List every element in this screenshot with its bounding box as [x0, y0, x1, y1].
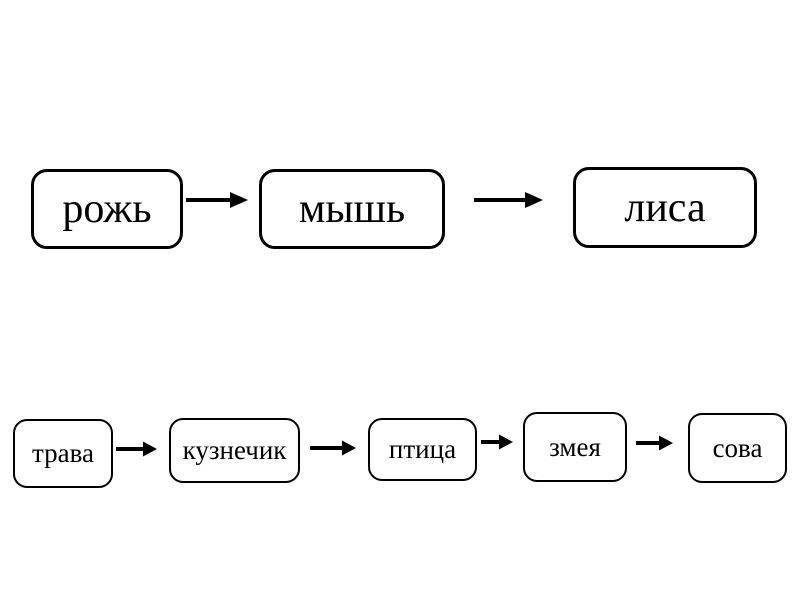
node-bird-label: птица	[388, 434, 457, 464]
node-fox: лиса	[573, 167, 757, 248]
node-owl: сова	[688, 413, 787, 483]
node-snake-label: змея	[549, 431, 601, 462]
node-bird: птица	[368, 418, 477, 481]
arrow-right-icon	[186, 192, 248, 208]
node-snake: змея	[523, 412, 627, 482]
node-fox-label: лиса	[624, 184, 706, 231]
node-grasshopper: кузнечик	[169, 418, 300, 483]
node-grasshopper-label: кузнечик	[182, 435, 287, 465]
node-rye-label: рожь	[62, 186, 152, 232]
arrow-right-icon	[481, 434, 513, 450]
node-mouse-label: мышь	[298, 186, 406, 232]
arrow-right-icon	[636, 435, 673, 451]
node-grass-label: трава	[32, 438, 94, 468]
arrow-right-icon	[310, 440, 356, 456]
node-owl-label: сова	[712, 432, 763, 463]
node-rye: рожь	[31, 169, 183, 249]
arrow-right-icon	[474, 192, 543, 208]
arrow-right-icon	[116, 441, 157, 457]
node-mouse: мышь	[259, 169, 445, 249]
node-grass: трава	[13, 419, 113, 488]
